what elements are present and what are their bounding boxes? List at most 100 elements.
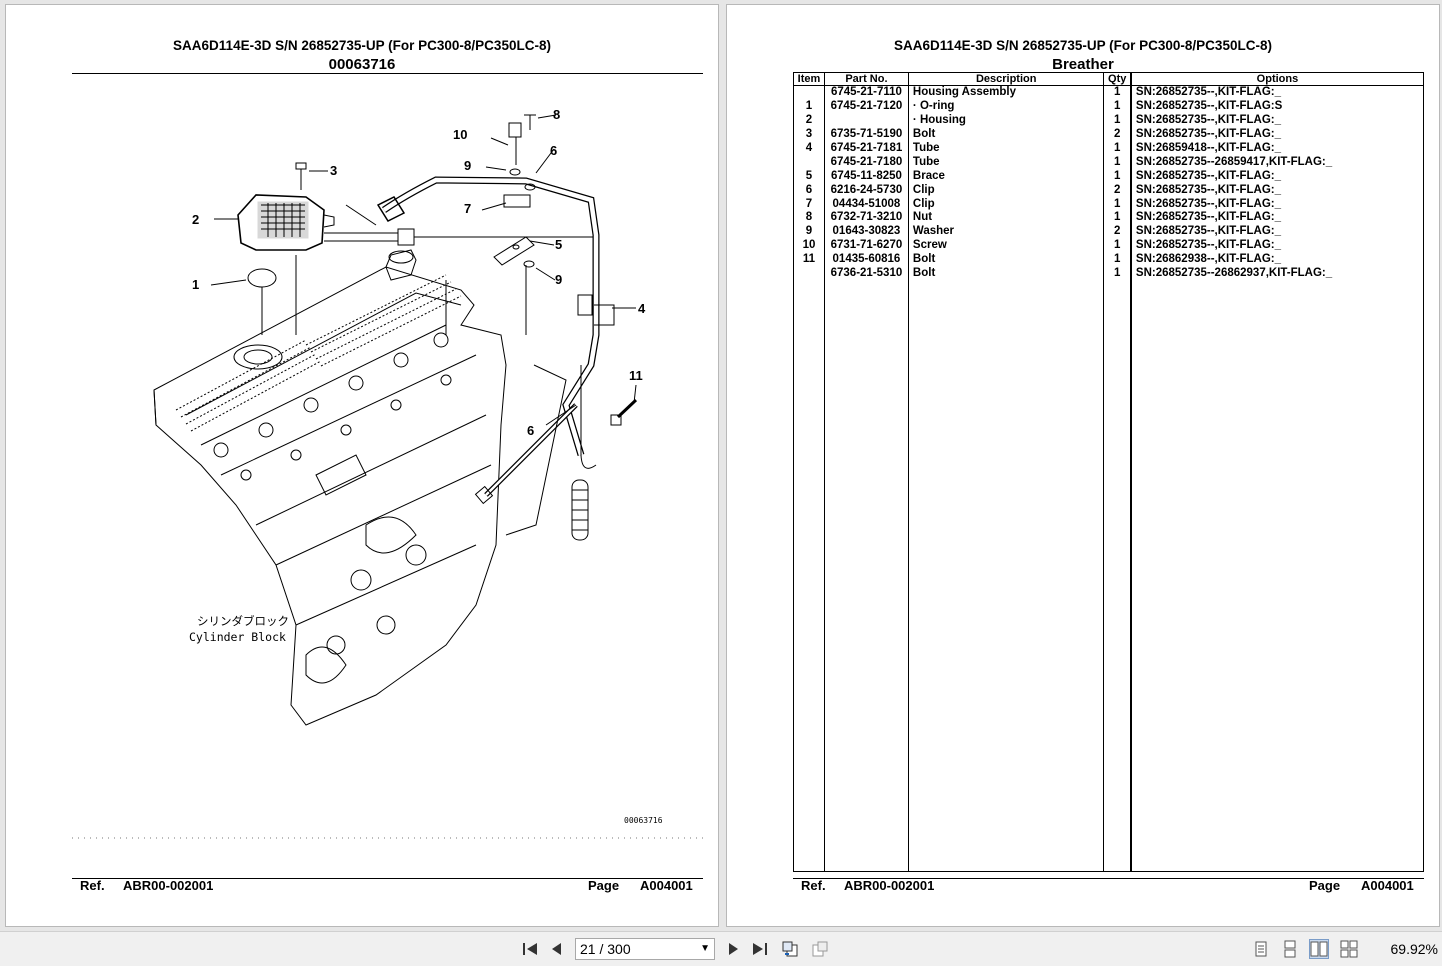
row-qty: 1 (1103, 197, 1132, 212)
left-page: SAA6D114E-3D S/N 26852735-UP (For PC300-… (5, 4, 719, 927)
continuous-icon[interactable] (1281, 940, 1299, 958)
left-page-label: Page (588, 878, 620, 893)
callout-3: 3 (330, 163, 337, 178)
table-filler (793, 280, 1424, 873)
row-options: SN:26862938--,KIT-FLAG:_ (1129, 252, 1424, 267)
col-qty: Qty (1103, 72, 1132, 86)
filler-cell (823, 280, 909, 873)
row-part-no: 01643-30823 (823, 224, 909, 239)
row-part-no: 6731-71-6270 (823, 238, 909, 253)
right-page-value: A004001 (1361, 878, 1414, 893)
row-item: 3 (793, 127, 825, 142)
callout-6b: 6 (527, 423, 534, 438)
prev-page-icon[interactable] (548, 940, 566, 958)
row-options: SN:26852735--,KIT-FLAG:_ (1129, 197, 1424, 212)
left-page-subtitle: 00063716 (328, 56, 396, 73)
row-options: SN:26852735--,KIT-FLAG:S (1129, 99, 1424, 114)
row-part-no: 04434-51008 (823, 197, 909, 212)
row-qty: 1 (1103, 99, 1132, 114)
right-ref-label: Ref. (801, 878, 826, 893)
callout-9: 9 (464, 158, 471, 173)
row-qty: 2 (1103, 127, 1132, 142)
parts-table: Item Part No. Description Qty Options 67… (793, 72, 1424, 873)
row-item: 6 (793, 183, 825, 198)
col-description: Description (907, 72, 1105, 86)
callout-2: 2 (192, 212, 199, 227)
row-description: Bolt (907, 266, 1105, 281)
left-page-value: A004001 (640, 878, 693, 893)
left-footer-rule (72, 878, 703, 879)
last-page-icon[interactable] (751, 940, 769, 958)
col-options: Options (1129, 72, 1424, 86)
row-qty: 2 (1103, 224, 1132, 239)
filler-cell (1129, 280, 1424, 873)
first-page-icon[interactable] (521, 940, 539, 958)
row-part-no: 01435-60816 (823, 252, 909, 267)
row-qty: 1 (1103, 85, 1132, 100)
row-item: 7 (793, 197, 825, 212)
row-item: 1 (793, 99, 825, 114)
row-description: Clip (907, 183, 1105, 198)
row-options: SN:26852735--,KIT-FLAG:_ (1129, 169, 1424, 184)
chevron-down-icon[interactable]: ▼ (700, 943, 710, 954)
engine-block-outline (153, 266, 507, 726)
row-options: SN:26852735--,KIT-FLAG:_ (1129, 224, 1424, 239)
row-item: 4 (793, 141, 825, 156)
previous-view-icon[interactable] (781, 940, 799, 958)
continuous-facing-icon[interactable] (1340, 940, 1358, 958)
row-options: SN:26852735--26862937,KIT-FLAG:_ (1129, 266, 1424, 281)
page-number-input[interactable]: 21 / 300 ▼ (575, 938, 715, 960)
single-page-icon[interactable] (1252, 940, 1270, 958)
filler-cell (907, 280, 1105, 873)
callout-9b: 9 (555, 272, 562, 287)
row-item: 2 (793, 113, 825, 128)
row-part-no: 6745-11-8250 (823, 169, 909, 184)
zoom-level[interactable]: 69.92% (1390, 941, 1438, 957)
cylinder-block-label-jp: シリンダブロック (197, 614, 289, 628)
row-qty: 1 (1103, 211, 1132, 225)
row-options: SN:26859418--,KIT-FLAG:_ (1129, 141, 1424, 156)
row-part-no (823, 113, 909, 128)
row-item (793, 155, 825, 170)
callout-5: 5 (555, 237, 562, 252)
filler-cell (1103, 280, 1132, 873)
viewer-toolbar: 21 / 300 ▼ 69.92% (0, 931, 1442, 966)
callout-6: 6 (550, 143, 557, 158)
callout-1: 1 (192, 277, 199, 292)
right-page-subtitle: Breather (1052, 56, 1114, 73)
row-qty: 1 (1103, 113, 1132, 128)
row-part-no: 6216-24-5730 (823, 183, 909, 198)
callout-8: 8 (553, 107, 560, 122)
row-item: 10 (793, 238, 825, 253)
row-description: Brace (907, 169, 1105, 184)
row-part-no: 6735-71-5190 (823, 127, 909, 142)
row-qty: 1 (1103, 266, 1132, 281)
next-page-icon[interactable] (724, 940, 742, 958)
row-options: SN:26852735--,KIT-FLAG:_ (1129, 238, 1424, 253)
row-description: Nut (907, 211, 1105, 225)
right-page-title: SAA6D114E-3D S/N 26852735-UP (For PC300-… (894, 38, 1272, 53)
left-ref-value: ABR00-002001 (123, 878, 214, 893)
row-qty: 1 (1103, 169, 1132, 184)
row-options: SN:26852735--,KIT-FLAG:_ (1129, 183, 1424, 198)
row-part-no: 6745-21-7120 (823, 99, 909, 114)
facing-icon[interactable] (1309, 939, 1329, 959)
row-description: Tube (907, 155, 1105, 170)
next-view-icon[interactable] (811, 940, 829, 958)
callout-7: 7 (464, 201, 471, 216)
row-description: Tube (907, 141, 1105, 156)
row-description: · O-ring (907, 99, 1105, 114)
row-qty: 2 (1103, 183, 1132, 198)
row-description: Washer (907, 224, 1105, 239)
row-item (793, 85, 825, 100)
row-item: 9 (793, 224, 825, 239)
row-item: 11 (793, 252, 825, 267)
row-qty: 1 (1103, 252, 1132, 267)
